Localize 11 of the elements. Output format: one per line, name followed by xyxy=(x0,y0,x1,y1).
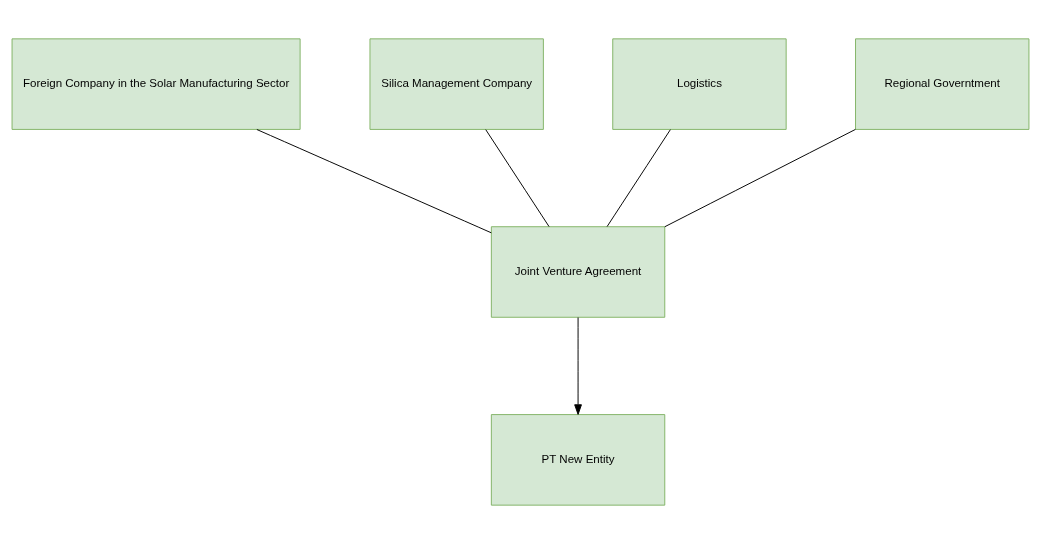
node-box: Foreign Company in the Solar Manufacturing Sector xyxy=(11,38,301,130)
node-box: Silica Management Company xyxy=(369,38,544,130)
arrow xyxy=(574,317,582,415)
node-box: Logistics xyxy=(612,38,787,130)
connector xyxy=(256,129,492,234)
connector xyxy=(664,128,856,228)
node-box: Regional Governtment xyxy=(855,38,1030,130)
node-box: Joint Venture Agreement xyxy=(490,226,666,318)
connector xyxy=(606,129,671,227)
connector xyxy=(485,129,550,227)
node-box: PT New Entity xyxy=(490,414,666,506)
